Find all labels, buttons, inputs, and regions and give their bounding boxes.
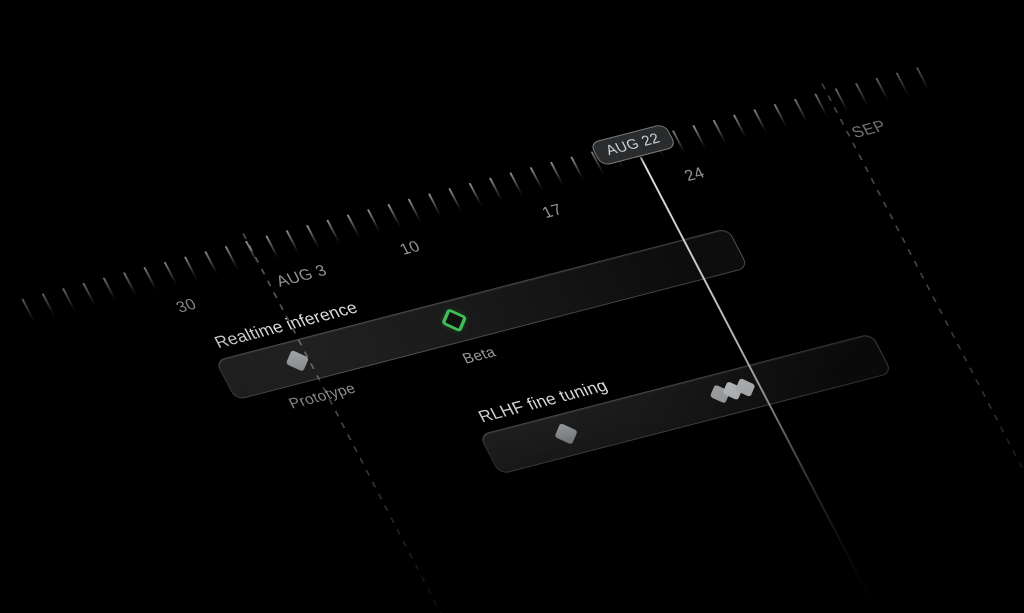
timeline-ruler <box>21 67 931 323</box>
ruler-tick <box>265 235 280 260</box>
ruler-tick <box>305 224 321 250</box>
ruler-tick <box>82 282 97 307</box>
ruler-tick <box>163 261 178 286</box>
ruler-tick <box>793 98 809 123</box>
date-label-10: 10 <box>397 238 424 259</box>
ruler-tick <box>570 156 585 181</box>
ruler-tick <box>468 182 483 207</box>
ruler-tick <box>183 256 199 281</box>
ruler-tick <box>326 219 341 244</box>
ruler-tick <box>285 230 300 255</box>
date-badge[interactable]: AUG 22 <box>589 123 678 167</box>
ruler-tick <box>854 82 870 108</box>
ruler-tick <box>875 77 890 102</box>
ruler-tick <box>204 251 219 276</box>
ruler-tick <box>895 72 910 97</box>
ruler-tick <box>387 203 402 228</box>
ruler-tick <box>712 119 727 144</box>
date-label-row: 30 AUG 3 10 17 24 SEP <box>173 117 890 317</box>
date-label-aug-3: AUG 3 <box>273 262 331 291</box>
ruler-tick <box>427 193 443 218</box>
ruler-tick <box>834 88 849 113</box>
ruler-tick <box>61 287 77 313</box>
ruler-tick <box>224 245 239 271</box>
ruler-tick <box>102 277 117 302</box>
ruler-tick <box>41 293 56 318</box>
ruler-tick <box>448 188 463 213</box>
ruler-tick <box>753 109 768 134</box>
ruler-tick <box>488 177 504 202</box>
ruler-tick <box>915 67 931 92</box>
ruler-tick <box>773 103 788 129</box>
date-badge-label: AUG 22 <box>603 130 664 159</box>
ruler-tick <box>143 266 158 292</box>
ruler-tick <box>549 161 565 186</box>
ruler-tick <box>346 214 361 239</box>
month-boundary-lines <box>242 83 1024 613</box>
date-label-17: 17 <box>539 201 566 222</box>
ruler-tick <box>21 298 36 323</box>
ruler-tick <box>814 93 829 118</box>
date-label-sep: SEP <box>849 117 890 142</box>
date-label-24: 24 <box>681 164 708 185</box>
milestone-label-beta: Beta <box>459 343 499 368</box>
ruler-tick <box>407 198 422 223</box>
ruler-tick <box>732 114 748 139</box>
date-label-30: 30 <box>173 296 200 317</box>
ruler-tick <box>509 172 524 197</box>
ruler-tick <box>366 209 382 234</box>
ruler-tick <box>692 124 707 150</box>
ruler-tick <box>122 272 138 297</box>
ruler-tick <box>529 167 544 192</box>
ruler-tick <box>244 240 260 265</box>
